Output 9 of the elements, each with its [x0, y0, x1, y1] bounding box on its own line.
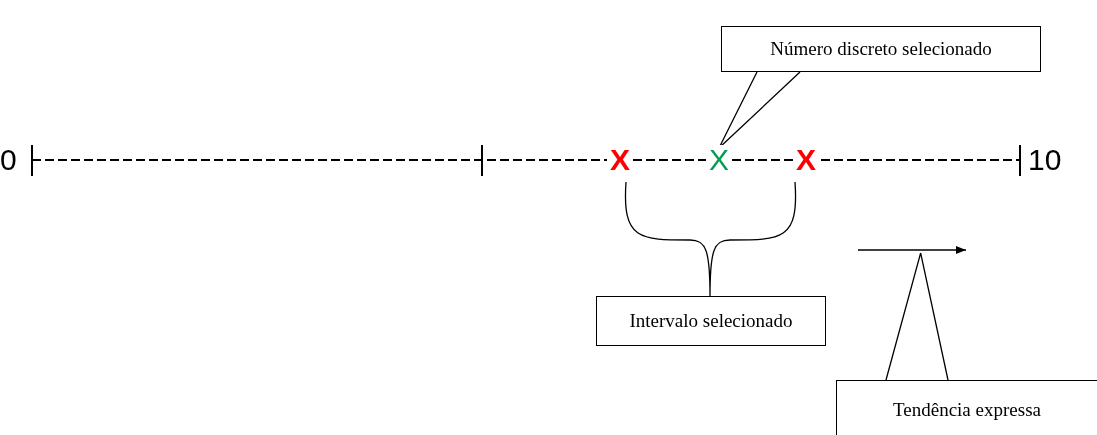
direction-arrow — [858, 244, 966, 256]
leader-line — [885, 252, 949, 381]
cross-mark: X — [610, 145, 630, 175]
callout-box: Tendência expressa — [836, 380, 1097, 435]
scale-number: 10 — [1028, 145, 1062, 175]
scale-number: 0 — [0, 145, 17, 175]
text-box: Intervalo selecionado — [596, 296, 826, 346]
cross-mark: X — [796, 145, 816, 175]
callout-box: Número discreto selecionado — [721, 26, 1041, 72]
